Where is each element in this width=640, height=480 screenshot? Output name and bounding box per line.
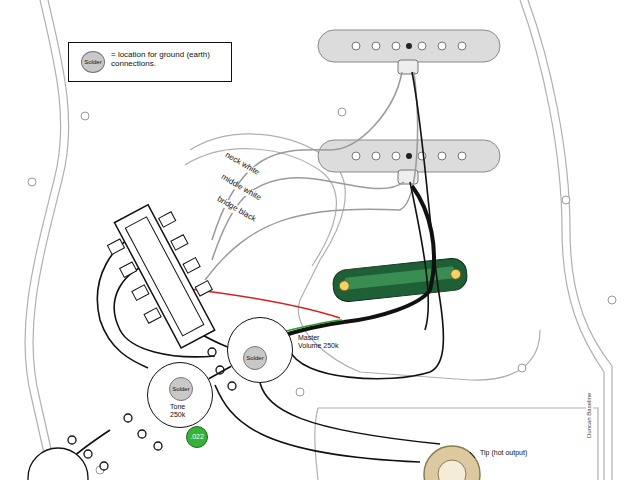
volume-pot: Master Volume 250kSolder [227, 317, 293, 383]
solder-label: Solder [84, 59, 101, 66]
ground-wire [209, 366, 231, 379]
legend-text: = location for ground (earth) connection… [111, 51, 223, 69]
solder-swatch: Solder [81, 51, 105, 73]
jack-label: Tip (hot output) [478, 449, 529, 457]
credit-text: Duncan Baseline [586, 391, 593, 440]
solder-point: Solder [243, 346, 267, 370]
legend-box: Solder = location for ground (earth) conn… [68, 42, 232, 82]
pot-label: Master Volume 250k [298, 334, 342, 349]
capacitor: .022 [186, 426, 208, 448]
solder-label: Solder [172, 386, 189, 393]
capacitor-value: .022 [190, 433, 204, 441]
wire-label: neck white [222, 150, 263, 179]
tone-pot: Tone 250k Solder [147, 362, 213, 428]
solder-label: Solder [246, 355, 263, 362]
solder-point: Solder [169, 377, 193, 401]
pot-label: Tone 250k [170, 403, 196, 418]
